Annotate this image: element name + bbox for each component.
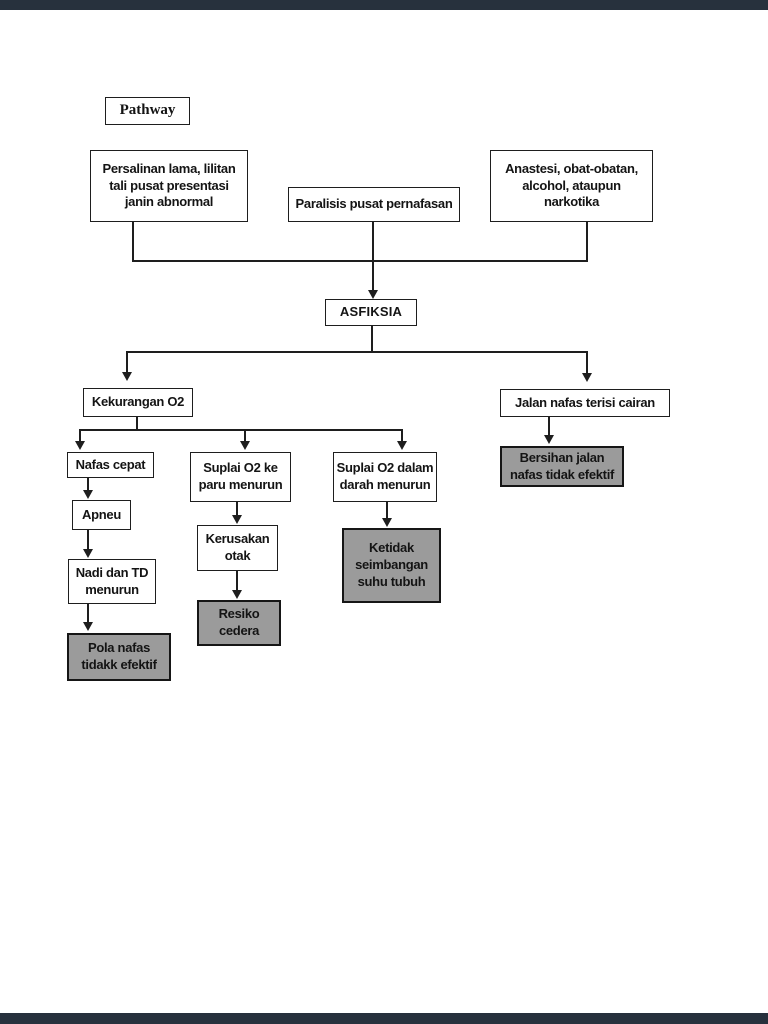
arrowhead-down [83, 549, 93, 558]
node-suplai-o2-paru: Suplai O2 ke paru menurun [190, 452, 291, 502]
node-bersihan-jalan: Bersihan jalan nafas tidak efektif [500, 446, 624, 487]
arrowhead-down [240, 441, 250, 450]
connector-line [79, 429, 81, 441]
node-nadi-td: Nadi dan TD menurun [68, 559, 156, 604]
connector-line [401, 429, 403, 441]
connector-line [244, 429, 246, 441]
connector-line [126, 351, 128, 372]
arrowhead-down [232, 515, 242, 524]
connector-line [87, 478, 89, 491]
pathway-title-box: Pathway [105, 97, 190, 125]
arrowhead-down [582, 373, 592, 382]
connector-line [548, 417, 550, 436]
node-kerusakan-otak: Kerusakan otak [197, 525, 278, 571]
connector-line [132, 222, 134, 260]
connector-line [371, 326, 373, 351]
node-paralisis: Paralisis pusat pernafasan [288, 187, 460, 222]
arrowhead-down [83, 622, 93, 631]
connector-line [586, 222, 588, 260]
arrowhead-down [397, 441, 407, 450]
node-kekurangan-o2: Kekurangan O2 [83, 388, 193, 417]
connector-line [386, 502, 388, 519]
arrowhead-down [232, 590, 242, 599]
node-persalinan: Persalinan lama, lilitan tali pusat pres… [90, 150, 248, 222]
node-asfiksia: ASFIKSIA [325, 299, 417, 326]
arrowhead-down [368, 290, 378, 299]
arrowhead-down [382, 518, 392, 527]
connector-line [236, 502, 238, 516]
node-nafas-cepat: Nafas cepat [67, 452, 154, 478]
arrowhead-down [83, 490, 93, 499]
connector-line [132, 260, 588, 262]
connector-line [87, 530, 89, 550]
arrowhead-down [544, 435, 554, 444]
node-jalan-nafas: Jalan nafas terisi cairan [500, 389, 670, 417]
connector-line [87, 604, 89, 623]
node-pola-nafas: Pola nafas tidakk efektif [67, 633, 171, 681]
viewer-gap-bar-top [0, 0, 768, 10]
node-resiko-cedera: Resiko cedera [197, 600, 281, 646]
arrowhead-down [75, 441, 85, 450]
node-apneu: Apneu [72, 500, 131, 530]
arrowhead-down [122, 372, 132, 381]
connector-line [372, 222, 374, 290]
connector-line [586, 351, 588, 373]
connector-line [126, 351, 588, 353]
connector-line [136, 417, 138, 429]
connector-line [236, 571, 238, 591]
viewer-gap-bar-bottom [0, 1013, 768, 1024]
node-anastesi: Anastesi, obat-obatan, alcohol, ataupun … [490, 150, 653, 222]
connector-line [79, 429, 403, 431]
node-ketidak-seimbangan: Ketidak seimbangan suhu tubuh [342, 528, 441, 603]
node-suplai-o2-darah: Suplai O2 dalam darah menurun [333, 452, 437, 502]
